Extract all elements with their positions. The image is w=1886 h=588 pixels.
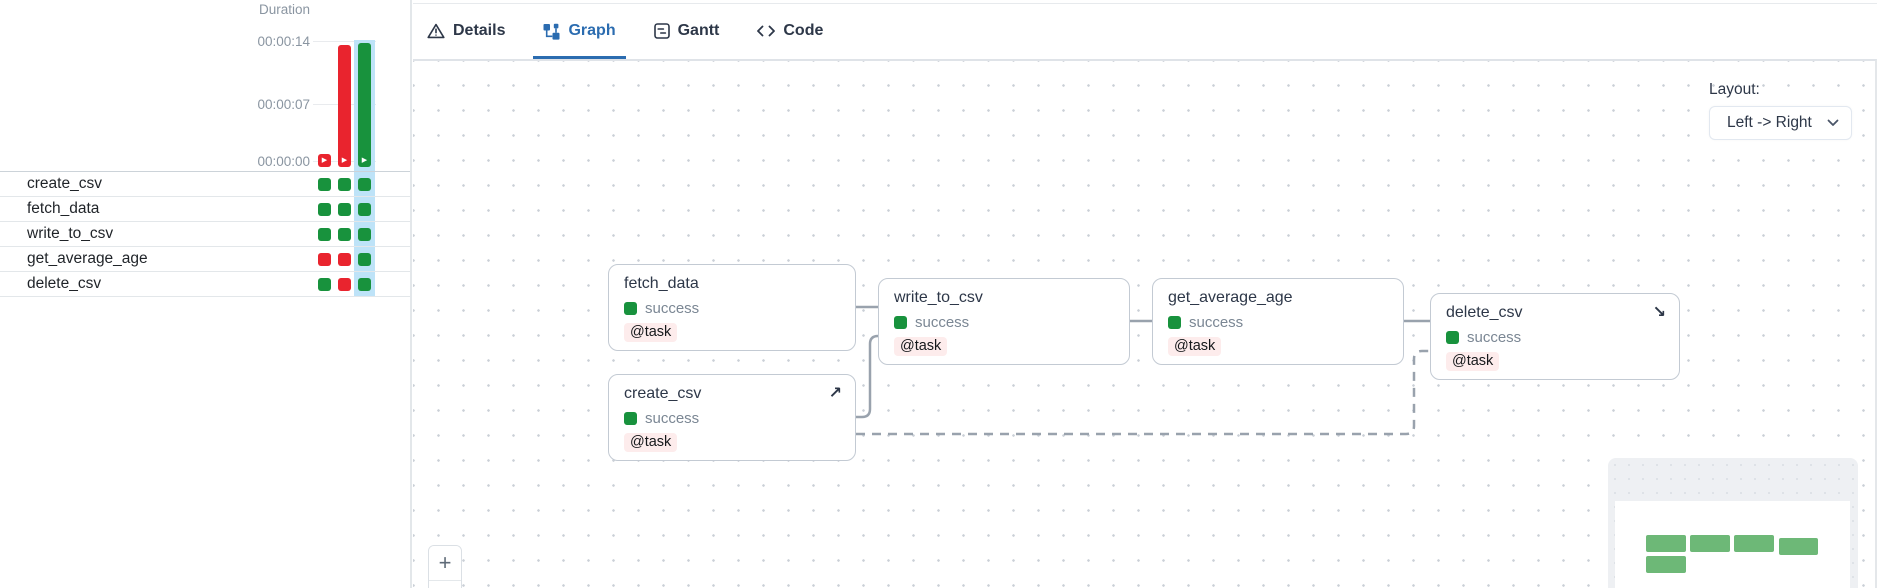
gridline (313, 41, 376, 42)
task-name: get_average_age (27, 250, 148, 267)
success-status-dot (894, 316, 907, 329)
node-state-label: success (1189, 314, 1244, 331)
task-decorator-badge: @task (624, 323, 678, 342)
node-state-label: success (1467, 329, 1522, 346)
success-status-dot (1446, 331, 1459, 344)
task-instance-status-square[interactable] (338, 278, 351, 291)
task-instance-status-square[interactable] (358, 203, 371, 216)
top-border (413, 3, 1877, 4)
task-instance-status-square[interactable] (358, 253, 371, 266)
y-tick-label: 00:00:07 (257, 97, 310, 112)
node-title: create_csv (624, 385, 702, 402)
dag-edges (856, 305, 1430, 436)
task-instance-status-square[interactable] (318, 253, 331, 266)
warning-triangle-icon (427, 23, 445, 39)
task-instance-status-square[interactable] (358, 178, 371, 191)
panel-divider (410, 0, 412, 588)
task-name: write_to_csv (27, 225, 114, 242)
zoom-out-button[interactable] (429, 580, 461, 588)
task-name: delete_csv (27, 275, 102, 292)
chevron-down-icon (1827, 114, 1839, 132)
zoom-in-button[interactable]: + (429, 546, 461, 580)
task-name: fetch_data (27, 200, 100, 217)
zoom-controls: + (428, 545, 462, 588)
task-decorator-badge: @task (1446, 352, 1500, 371)
task-row[interactable]: create_csv (0, 172, 410, 197)
node-state-label: success (645, 410, 700, 427)
dag-run-duration-bar[interactable]: ▶ (358, 43, 371, 167)
task-name: create_csv (27, 175, 102, 192)
task-instance-status-square[interactable] (318, 278, 331, 291)
node-title: delete_csv (1446, 304, 1523, 321)
play-icon: ▶ (361, 157, 368, 164)
task-decorator-badge: @task (624, 433, 678, 452)
task-row[interactable]: get_average_age (0, 247, 410, 272)
tab-graph[interactable]: Graph (533, 3, 626, 60)
task-row[interactable]: delete_csv (0, 272, 410, 297)
task-decorator-badge: @task (1168, 337, 1222, 356)
task-instance-status-square[interactable] (358, 228, 371, 241)
tab-code[interactable]: Code (755, 3, 825, 59)
gantt-icon (653, 23, 670, 39)
task-instance-status-square[interactable] (338, 228, 351, 241)
play-icon: ▶ (321, 157, 328, 164)
y-tick-label: 00:00:14 (257, 34, 310, 49)
success-status-dot (624, 412, 637, 425)
task-instance-status-square[interactable] (318, 228, 331, 241)
dag-run-duration-bar[interactable]: ▶ (318, 154, 331, 167)
layout-direction-select[interactable]: Left -> Right (1709, 106, 1852, 140)
graph-minimap[interactable] (1608, 458, 1858, 588)
setup-arrow-icon: ↗ (828, 383, 842, 402)
code-icon (757, 24, 776, 38)
task-instance-status-square[interactable] (318, 203, 331, 216)
tab-bar: Details Graph Gantt (413, 3, 1877, 60)
duration-chart-title: Duration (258, 2, 310, 17)
graph-icon (543, 23, 560, 40)
edge-create-csv-to-write-to-csv (856, 334, 879, 419)
chart-axis-line (0, 171, 410, 172)
minimap-node (1646, 535, 1686, 552)
task-row[interactable]: write_to_csv (0, 222, 410, 247)
task-instance-status-square[interactable] (338, 253, 351, 266)
task-node-fetch-data[interactable]: fetch_data success @task (608, 264, 856, 351)
tab-details[interactable]: Details (425, 3, 507, 59)
success-status-dot (624, 302, 637, 315)
task-decorator-badge: @task (894, 337, 948, 356)
minimap-node (1646, 556, 1686, 573)
task-node-write-to-csv[interactable]: write_to_csv success @task (878, 278, 1130, 365)
task-node-get-average-age[interactable]: get_average_age success @task (1152, 278, 1404, 365)
task-instance-status-square[interactable] (338, 203, 351, 216)
node-title: get_average_age (1168, 289, 1293, 306)
minimap-node (1690, 535, 1730, 552)
node-state-label: success (915, 314, 970, 331)
minimap-node (1779, 538, 1818, 555)
tab-label: Gantt (677, 22, 720, 39)
layout-label: Layout: (1709, 81, 1760, 98)
task-node-delete-csv[interactable]: delete_csv ↘ success @task (1430, 293, 1680, 380)
node-state-label: success (645, 300, 700, 317)
node-title: fetch_data (624, 275, 699, 292)
task-instance-status-square[interactable] (358, 278, 371, 291)
node-title: write_to_csv (894, 289, 983, 306)
tab-gantt[interactable]: Gantt (652, 3, 722, 59)
task-instance-status-square[interactable] (338, 178, 351, 191)
y-tick-label: 00:00:00 (257, 154, 310, 169)
teardown-arrow-icon: ↘ (1652, 302, 1666, 321)
graph-canvas[interactable]: fetch_data success @task create_csv ↗ su… (413, 59, 1877, 588)
success-status-dot (1168, 316, 1181, 329)
edge-setup-to-teardown-dashed (856, 349, 1430, 436)
task-instance-status-square[interactable] (318, 178, 331, 191)
tab-label: Graph (568, 22, 616, 39)
grid-panel: Duration 00:00:14 00:00:07 00:00:00 ▶ ▶ … (0, 0, 410, 588)
tab-label: Details (453, 22, 506, 39)
play-icon: ▶ (341, 157, 348, 164)
dag-run-duration-bar[interactable]: ▶ (338, 45, 351, 167)
layout-selected-value: Left -> Right (1727, 114, 1812, 131)
tab-label: Code (783, 22, 824, 39)
layout-control: Layout: Left -> Right (1709, 81, 1852, 140)
task-list: create_csv fetch_data write_to_csv get_a… (0, 172, 410, 297)
minimap-node (1734, 535, 1774, 552)
task-node-create-csv[interactable]: create_csv ↗ success @task (608, 374, 856, 461)
task-row[interactable]: fetch_data (0, 197, 410, 222)
